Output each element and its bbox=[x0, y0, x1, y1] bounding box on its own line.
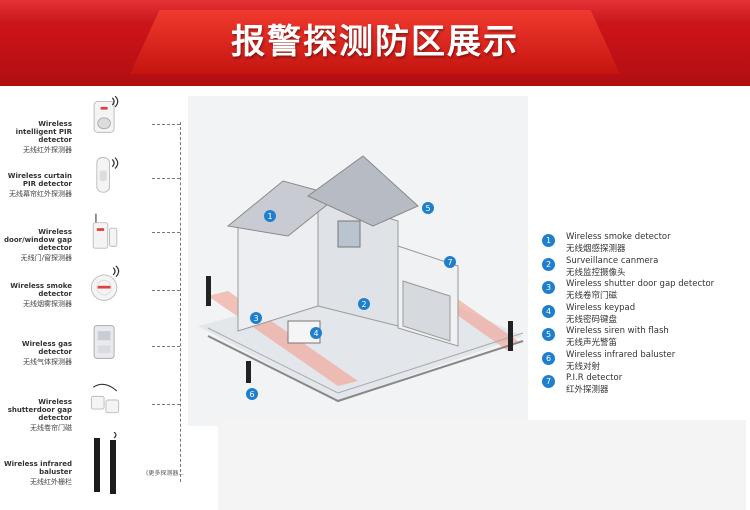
legend-cn: 无线监控摄像头 bbox=[566, 267, 626, 278]
legend-item: 1 Wireless smoke detector 无线烟感探测器 bbox=[542, 232, 742, 256]
legend-cn: 红外探测器 bbox=[566, 385, 609, 395]
connector-line bbox=[152, 290, 180, 291]
legend-en: Wireless siren with flash bbox=[566, 326, 669, 336]
scene-marker: 7 bbox=[444, 256, 456, 268]
legend-en: Wireless smoke detector bbox=[566, 232, 671, 242]
gas-detector-icon bbox=[93, 325, 115, 359]
smoke-detector-icon bbox=[90, 265, 120, 301]
legend-cn: 无线对射 bbox=[566, 361, 601, 372]
header-banner: 报警探测防区展示 bbox=[0, 0, 750, 86]
svg-text:1: 1 bbox=[267, 212, 272, 221]
legend-en: Surveillance canmera bbox=[566, 255, 659, 266]
house-scene: 1 2 3 4 5 6 7 bbox=[188, 96, 528, 426]
svg-text:3: 3 bbox=[253, 314, 258, 323]
banner-tab bbox=[130, 10, 620, 74]
legend-number: 6 bbox=[542, 351, 555, 365]
legend-cn: 无线密码键盘 bbox=[566, 314, 618, 325]
scene-marker: 3 bbox=[250, 312, 262, 324]
svg-text:4: 4 bbox=[313, 329, 318, 338]
connector-vertical-line bbox=[180, 122, 181, 482]
legend-number: 4 bbox=[542, 304, 555, 318]
legend-en: P.I.R detector bbox=[566, 373, 623, 383]
svg-text:5: 5 bbox=[425, 204, 430, 213]
connector-line bbox=[152, 404, 180, 405]
connector-line bbox=[152, 232, 180, 233]
scene-marker: 2 bbox=[358, 298, 370, 310]
legend-number: 7 bbox=[542, 375, 555, 388]
svg-text:2: 2 bbox=[361, 300, 366, 309]
legend-en: Wireless infrared baluster bbox=[566, 349, 676, 360]
svg-text:7: 7 bbox=[447, 258, 452, 267]
legend-en: Wireless keypad bbox=[566, 302, 636, 313]
legend-number: 3 bbox=[542, 281, 555, 294]
legend-item: 7 P.I.R detector 红外探测器 bbox=[542, 373, 742, 397]
legend: 1 Wireless smoke detector 无线烟感探测器 2 Surveil… bbox=[542, 232, 742, 397]
scene-marker: 6 bbox=[246, 388, 258, 400]
legend-number: 5 bbox=[542, 328, 555, 341]
connector-line bbox=[152, 124, 180, 125]
scene-marker: 4 bbox=[310, 327, 322, 339]
legend-item: 3 Wireless shutter door gap detector 无线卷帘门… bbox=[542, 279, 742, 303]
legend-cn: 无线声光警笛 bbox=[566, 338, 618, 348]
scene-marker: 1 bbox=[264, 210, 276, 222]
door-sensor-icon bbox=[92, 213, 118, 249]
legend-en: Wireless shutter door gap detector bbox=[566, 279, 715, 289]
footer-panel bbox=[218, 420, 746, 510]
infrared-baluster-icon bbox=[94, 432, 117, 494]
scene-marker: 5 bbox=[422, 202, 434, 214]
legend-number: 1 bbox=[542, 234, 555, 247]
legend-item: 5 Wireless siren with flash 无线声光警笛 bbox=[542, 326, 742, 350]
more-detectors-label: (更多探测器... bbox=[146, 470, 185, 477]
pir-detector-icon bbox=[93, 96, 119, 133]
legend-cn: 无线烟感探测器 bbox=[566, 244, 626, 254]
legend-number: 2 bbox=[542, 257, 555, 271]
page-title: 报警探测防区展示 bbox=[231, 22, 519, 62]
curtain-detector-icon bbox=[96, 157, 119, 193]
shutter-sensor-icon bbox=[90, 383, 120, 414]
connector-line bbox=[152, 346, 180, 347]
connector-line bbox=[152, 178, 180, 179]
svg-text:6: 6 bbox=[249, 390, 254, 399]
house-illustration: 1 2 3 4 5 6 7 bbox=[198, 155, 524, 403]
legend-cn: 无线卷帘门磁 bbox=[566, 291, 618, 301]
